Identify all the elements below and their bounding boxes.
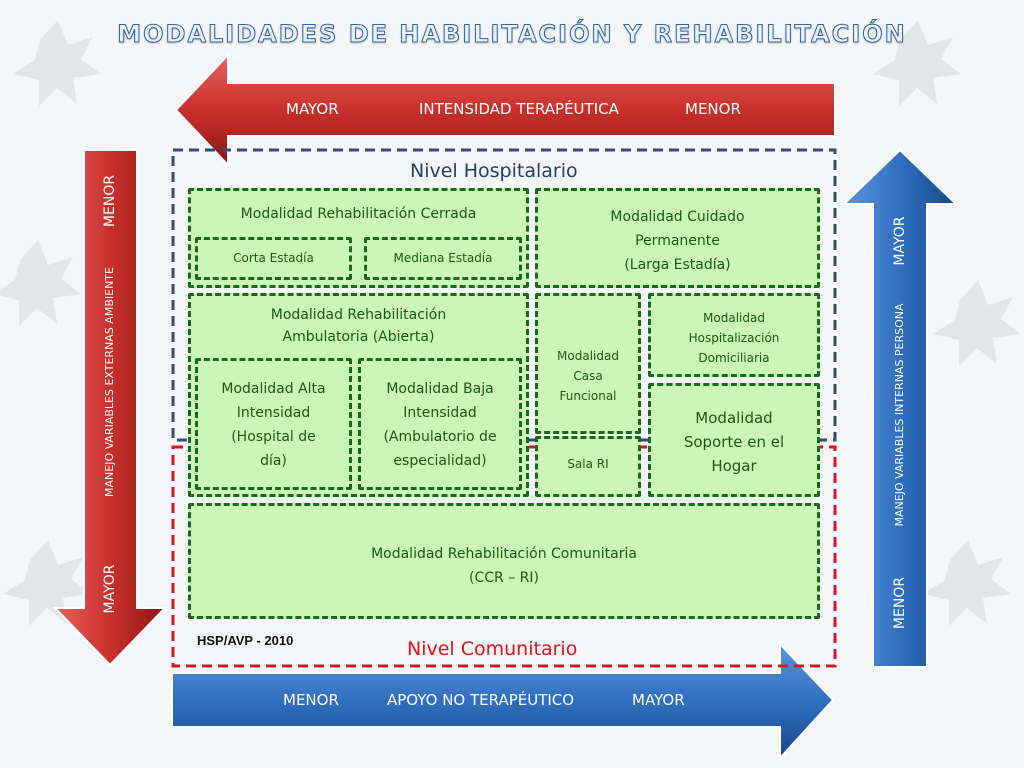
box-ambulatoria-line-1: Modalidad Rehabilitación — [270, 307, 447, 323]
bottom-arrow-right-label: MAYOR — [632, 691, 685, 709]
box-ambulatoria-line-2: Ambulatoria (Abierta) — [282, 329, 435, 345]
box-sala-ri: Sala RI — [535, 436, 641, 497]
box-cuidado-line-2: Permanente — [635, 233, 720, 249]
box-cuidado-permanente: Modalidad Cuidado Permanente (Larga Esta… — [535, 188, 820, 288]
box-soporte-line-1: Modalidad — [695, 409, 773, 427]
left-arrow-center-label: MANEJO VARIABLES EXTERNAS AMBIENTE — [103, 267, 116, 497]
box-comunitaria-line-2: (CCR – RI) — [469, 570, 539, 586]
box-cuidado-line-1: Modalidad Cuidado — [610, 209, 745, 225]
leaf-decorations — [0, 20, 1021, 626]
box-sala-ri-label: Sala RI — [567, 457, 609, 471]
left-arrow-top-label: MENOR — [102, 174, 118, 228]
right-arrow-shape — [841, 148, 959, 668]
right-arrow-top-label: MAYOR — [892, 216, 908, 266]
box-cuidado-line-3: (Larga Estadía) — [624, 257, 731, 273]
top-arrow-left-label: MAYOR — [286, 100, 339, 118]
box-comunitaria-line-1: Modalidad Rehabilitación Comunitaria — [371, 546, 637, 562]
box-rehabilitacion-cerrada-label: Modalidad Rehabilitación Cerrada — [240, 206, 477, 222]
right-arrow-bottom-label: MENOR — [892, 576, 908, 630]
box-baja-line-1: Modalidad Baja — [386, 381, 494, 397]
bottom-arrow-shape — [171, 641, 835, 761]
left-arrow-bottom-label: MAYOR — [102, 564, 118, 614]
box-casa-line-1: Modalidad — [557, 349, 619, 363]
box-rehabilitacion-comunitaria: Modalidad Rehabilitación Comunitaria (CC… — [188, 503, 820, 619]
box-hospitalizacion-line-1: Modalidad — [703, 311, 765, 325]
box-soporte-line-3: Hogar — [711, 457, 757, 475]
box-alta-line-3: (Hospital de — [231, 429, 316, 445]
box-casa-line-3: Funcional — [559, 389, 617, 403]
box-baja-intensidad: Modalidad Baja Intensidad (Ambulatorio d… — [358, 358, 522, 490]
top-arrow-shape — [174, 52, 836, 168]
box-baja-line-2: Intensidad — [403, 405, 477, 421]
box-soporte-hogar: Modalidad Soporte en el Hogar — [648, 383, 820, 497]
box-hospitalizacion-domiciliaria: Modalidad Hospitalización Domiciliaria — [648, 293, 820, 377]
box-mediana-estadia: Mediana Estadía — [364, 237, 522, 280]
box-baja-line-4: especialidad) — [393, 453, 487, 469]
source-note: HSP/AVP - 2010 — [197, 633, 294, 648]
community-level-frame — [171, 445, 837, 668]
top-arrow-center-label: INTENSIDAD TERAPÉUTICA — [419, 100, 619, 118]
box-alta-line-1: Modalidad Alta — [221, 381, 326, 397]
box-casa-line-2: Casa — [573, 369, 603, 383]
box-hospitalizacion-line-2: Hospitalización — [688, 331, 780, 345]
page-title: MODALIDADES DE HABILITACIÓN Y REHABILITA… — [117, 20, 907, 49]
top-arrow-right-label: MENOR — [685, 100, 741, 118]
box-hospitalizacion-line-3: Domiciliaria — [698, 351, 770, 365]
box-alta-intensidad: Modalidad Alta Intensidad (Hospital de d… — [195, 358, 352, 490]
box-baja-line-3: (Ambulatorio de — [383, 429, 497, 445]
community-level-label: Nivel Comunitario — [407, 638, 578, 660]
box-corta-estadia: Corta Estadía — [195, 237, 352, 280]
bottom-arrow-center-label: APOYO NO TERAPÉUTICO — [387, 691, 575, 709]
left-arrow-shape — [52, 149, 168, 667]
right-arrow-center-label: MANEJO VARIABLES INTERNAS PERSONA — [893, 303, 906, 527]
box-soporte-line-2: Soporte en el — [683, 433, 785, 451]
box-alta-line-4: día) — [260, 453, 287, 469]
box-alta-line-2: Intensidad — [236, 405, 311, 421]
hospital-level-label: Nivel Hospitalario — [410, 160, 578, 182]
bottom-arrow-left-label: MENOR — [283, 691, 339, 709]
box-casa-funcional: Modalidad Casa Funcional — [535, 293, 641, 434]
